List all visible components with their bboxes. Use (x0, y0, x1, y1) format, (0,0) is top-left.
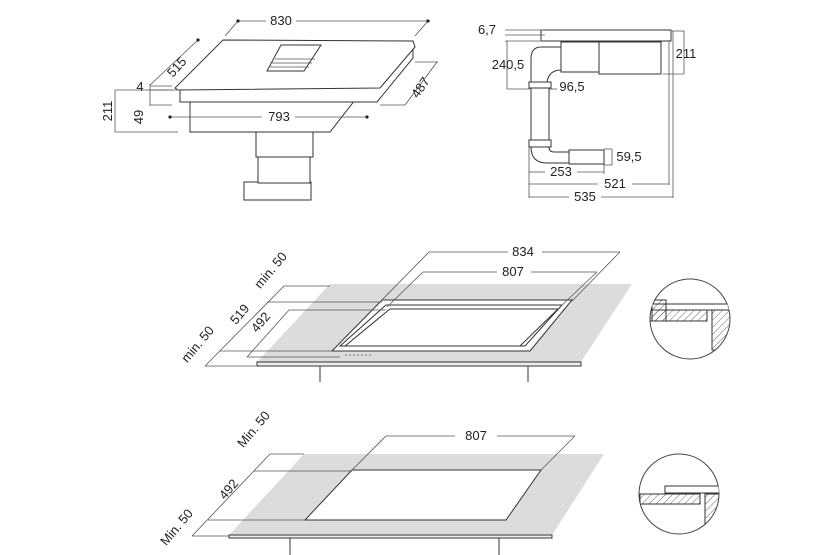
top-mount-cutout-diagram: 807 Min. 50 492 Min. 50 (157, 408, 720, 555)
side-motor-block (560, 41, 600, 73)
dim-top-min-back-label: Min. 50 (234, 408, 273, 450)
dim-outer-width-label: 834 (512, 244, 534, 259)
dim-duct-height-label: 240,5 (492, 57, 525, 72)
side-glass (540, 29, 672, 42)
dim-depth-label: 515 (164, 54, 190, 80)
cutout-flush-outer (330, 299, 574, 352)
side-body (598, 41, 662, 75)
dim-body-width-label: 793 (268, 109, 290, 124)
dim-outlet-length-label: 253 (550, 164, 572, 179)
dim-top-width-label: 807 (465, 428, 487, 443)
hob-lower-column (257, 154, 311, 184)
dim-min-back-label: min. 50 (251, 249, 290, 291)
cutout-flush-rebate (338, 304, 564, 347)
cutout-top (303, 469, 542, 521)
side-duct-collar (528, 81, 552, 89)
side-duct-elbow (530, 146, 569, 164)
dim-min-front-label: min. 50 (178, 323, 217, 365)
flush-mount-cutout-diagram: 834 807 min. 50 519 492 min. 50 (178, 244, 731, 382)
hob-side-view: 6,7 240,5 96,5 211 59,5 253 521 535 (478, 22, 696, 204)
extractor-grille (266, 44, 322, 72)
cutout-flush-inner (343, 308, 560, 347)
hob-perspective-view: 830 515 487 793 4 49 211 (100, 13, 438, 201)
dim-body-depth-label: 521 (604, 176, 626, 191)
dim-width-label: 830 (270, 13, 292, 28)
dim-duct-diameter-label: 96,5 (559, 79, 584, 94)
hob-upper-column (255, 131, 314, 158)
worktop-front-edge (256, 361, 582, 367)
hob-base-outlet (243, 181, 312, 201)
dim-side-height-label: 211 (676, 46, 697, 61)
dim-total-depth-label: 535 (574, 189, 596, 204)
side-duct-pipe (530, 87, 550, 141)
side-outlet (568, 149, 605, 165)
side-duct-collar-lower (528, 139, 552, 148)
dim-top-min-front-label: Min. 50 (157, 506, 196, 548)
dim-top-depth-label: 492 (216, 476, 241, 502)
dim-outlet-height-label: 59,5 (616, 149, 641, 164)
dim-outer-depth-label: 519 (227, 301, 252, 327)
dim-side-glass-label: 6,7 (478, 22, 496, 37)
dim-frame-label: 49 (131, 110, 146, 124)
dim-total-height-label: 211 (100, 101, 115, 122)
flush-detail-circle (649, 278, 731, 360)
top-detail-circle (638, 453, 720, 535)
side-duct-bend (530, 46, 562, 86)
dim-inner-width-label: 807 (502, 264, 524, 279)
dim-glass-label: 4 (136, 79, 143, 94)
